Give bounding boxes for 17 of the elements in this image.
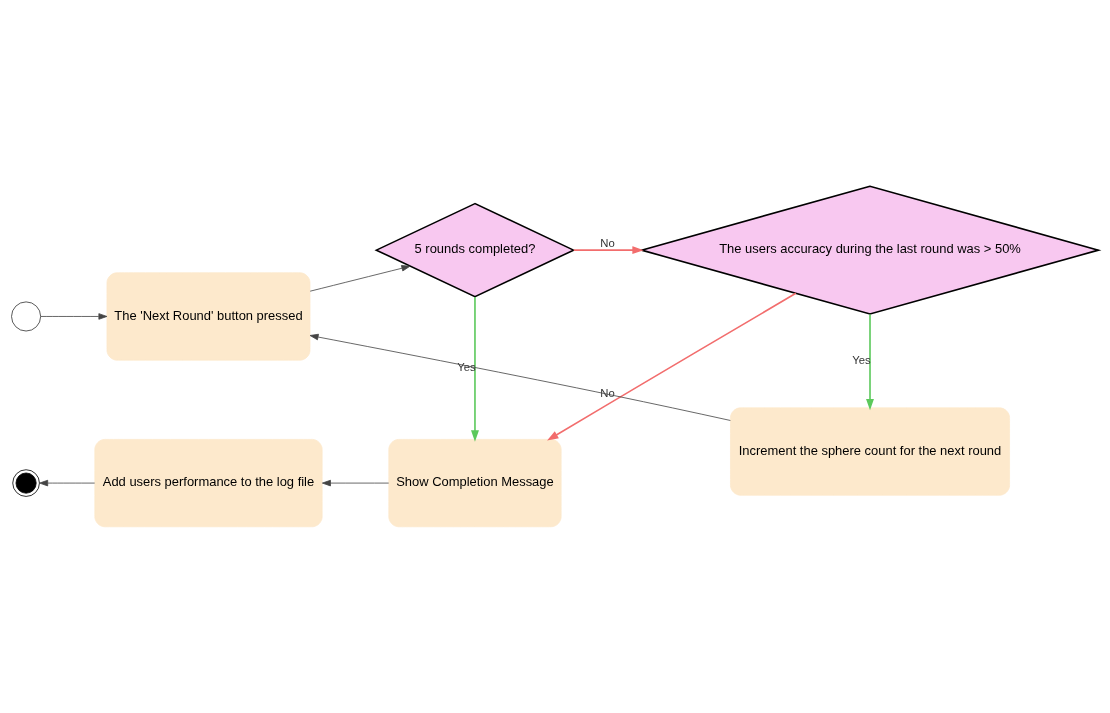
edge-label: No: [600, 237, 615, 250]
arrow: [309, 333, 731, 421]
arrow: [309, 265, 411, 292]
node-diamond: 5 rounds completed?: [374, 202, 576, 298]
node-box: Increment the sphere count for the next round: [730, 407, 1010, 496]
arrow: [866, 313, 874, 411]
arrow: [547, 292, 797, 441]
node-box: Show Completion Message: [388, 439, 562, 528]
arrow: [39, 479, 96, 487]
edge-label: No: [600, 386, 615, 399]
node-box: The 'Next Round' button pressed: [106, 272, 311, 361]
node-circle: [11, 301, 42, 332]
node-box: Add users performance to the log file: [94, 439, 323, 528]
arrow: [471, 296, 479, 442]
arrow: [572, 246, 644, 255]
arrow: [40, 313, 108, 320]
arrow: [322, 479, 390, 487]
